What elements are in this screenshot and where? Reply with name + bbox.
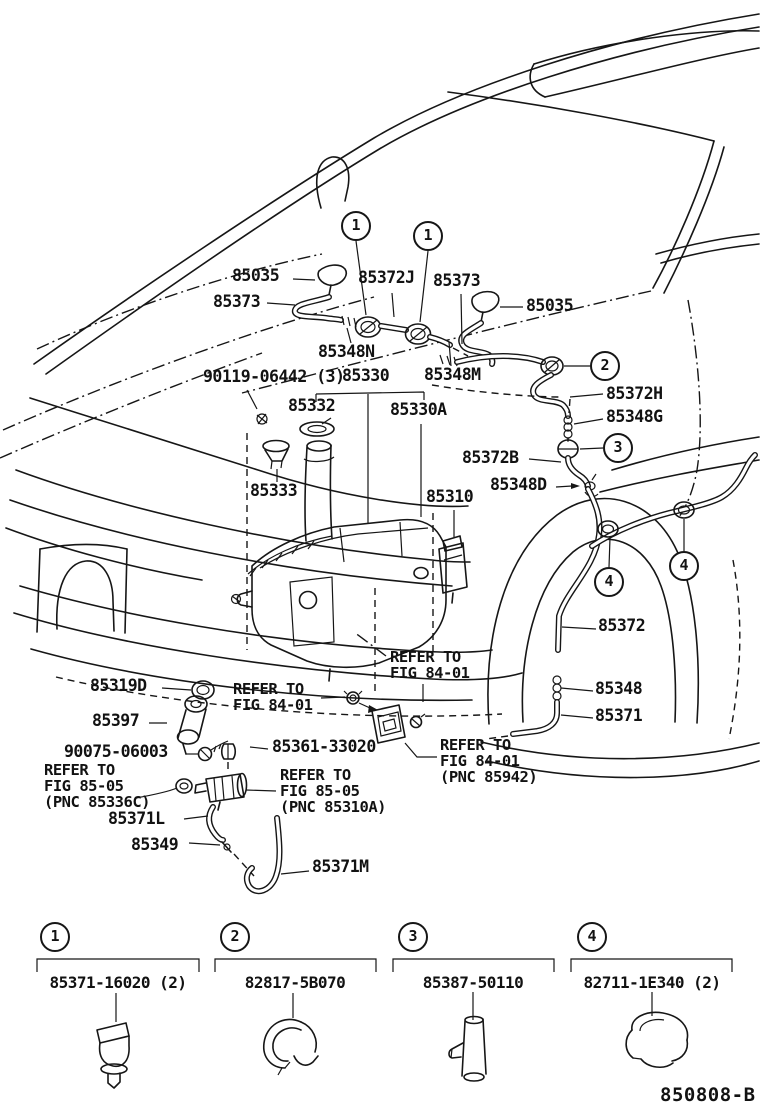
part-label: 85310 [426,487,474,506]
part-label: 85349 [131,835,179,854]
part-label: 85330 [342,366,390,385]
legend-linework [36,958,733,1089]
leader-lines [135,240,685,875]
part-label: 85371 [595,706,643,725]
part-label: 85371M [312,857,369,876]
part-label: 90075-06003 [64,742,168,761]
lower-components [175,680,426,895]
legend-part-number: 85371-16020 (2) [49,973,188,992]
washer-hoses [292,264,758,740]
part-label: 85332 [288,396,336,415]
part-label: 85319D [90,676,147,695]
refer-note: REFER TO FIG 84-01 [233,680,313,714]
refer-note: REFER TO FIG 84-01 (PNC 85942) [440,736,538,786]
legend-callout-2: 2 [220,922,250,952]
part-label: 85373 [433,271,481,290]
part-label: 85348G [606,407,663,426]
part-label: 85372H [606,384,663,403]
callout-3: 3 [603,433,633,463]
legend-callout-1: 1 [40,922,70,952]
callout-4: 4 [594,567,624,597]
part-label: 85035 [232,266,280,285]
refer-note: REFER TO FIG 85-05 (PNC 85336C) [44,761,150,811]
legend-part-number: 85387-50110 [422,973,524,992]
callout-1: 1 [413,221,443,251]
part-label: 90119-06442 (3) [203,367,345,386]
part-label: 85373 [213,292,261,311]
refer-note: REFER TO FIG 84-01 [390,648,470,682]
part-label: 85333 [250,481,298,500]
part-label: 85035 [526,296,574,315]
legend-callout-3: 3 [398,922,428,952]
part-label: 85348D [490,475,547,494]
callout-2: 2 [590,351,620,381]
legend-callout-4: 4 [577,922,607,952]
part-label: 85372B [462,448,519,467]
part-label: 85348N [318,342,375,361]
part-label: 85397 [92,711,140,730]
car-outline [0,13,760,779]
callout-1: 1 [341,211,371,241]
callout-4: 4 [669,551,699,581]
washer-tank [230,413,468,692]
part-label: 85372J [358,268,415,287]
part-label: 85348 [595,679,643,698]
part-label: 85372 [598,616,646,635]
legend-part-number: 82817-5B070 [244,973,346,992]
page-code: 850808-B [660,1084,756,1106]
legend-part-number: 82711-1E340 (2) [583,973,722,992]
part-label: 85348M [424,365,481,384]
refer-note: REFER TO FIG 85-05 (PNC 85310A) [280,766,386,816]
part-label: 85361-33020 [272,737,376,756]
part-label: 85371L [108,809,165,828]
part-label: 85330A [390,400,447,419]
